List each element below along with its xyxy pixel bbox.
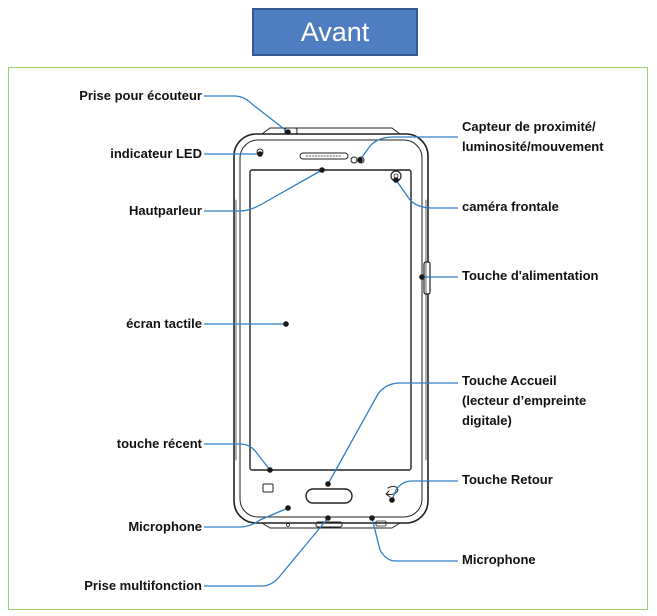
label-home-key-line2: (lecteur d’empreinte	[462, 393, 587, 408]
label-power-key: Touche d'alimentation	[462, 268, 599, 283]
back-key-icon	[385, 485, 399, 498]
s-pen-slot	[375, 520, 387, 527]
label-multipurpose-jack: Prise multifonction	[84, 578, 202, 593]
leader-lines	[204, 95, 458, 587]
leader-home	[327, 382, 458, 485]
speaker-grill	[299, 152, 349, 160]
diagram-frame	[8, 67, 648, 610]
top-rim	[261, 127, 401, 135]
label-recent-key: touche récent	[116, 436, 202, 451]
label-proximity-sensor-line2: luminosité/mouvement	[462, 139, 604, 154]
recent-key-icon	[262, 483, 274, 493]
label-microphone-left: Microphone	[128, 519, 202, 534]
label-home-key-line3: digitale)	[462, 413, 512, 428]
headphone-jack-port	[284, 127, 298, 135]
leader-mic-right	[371, 517, 458, 562]
pointer-dots	[257, 129, 425, 521]
leader-headphone	[204, 95, 289, 133]
home-button	[305, 488, 353, 504]
leader-mic-left	[204, 507, 289, 528]
leader-camera	[395, 179, 458, 209]
label-led-indicator: indicateur LED	[110, 146, 202, 161]
leader-back	[391, 480, 458, 501]
leader-recent	[204, 443, 271, 471]
diagram-title: Avant	[252, 8, 418, 56]
proximity-sensor-a	[350, 156, 358, 164]
label-microphone-right: Microphone	[462, 552, 536, 567]
label-proximity-sensor-line1: Capteur de proximité/	[462, 119, 596, 134]
bottom-mic-left	[286, 523, 290, 527]
label-back-key: Touche Retour	[462, 472, 553, 487]
multipurpose-port	[315, 521, 343, 528]
label-touchscreen: écran tactile	[126, 316, 202, 331]
label-proximity-sensor: Capteur de proximité/ luminosité/mouveme…	[462, 117, 604, 157]
leader-multipurpose	[204, 517, 329, 587]
phone-screen	[249, 169, 412, 471]
bottom-rim	[261, 522, 401, 529]
power-button	[423, 261, 431, 295]
phone-inner-bezel	[239, 139, 423, 518]
label-home-key: Touche Accueil (lecteur d’empreinte digi…	[462, 371, 586, 431]
leader-proximity	[359, 136, 458, 161]
phone-illustration	[233, 127, 431, 529]
leader-speaker	[204, 169, 323, 212]
phone-outer-body	[233, 133, 429, 524]
label-speaker: Hautparleur	[129, 203, 202, 218]
label-headphone-jack: Prise pour écouteur	[79, 88, 202, 103]
label-home-key-line1: Touche Accueil	[462, 373, 557, 388]
label-front-camera: caméra frontale	[462, 199, 559, 214]
